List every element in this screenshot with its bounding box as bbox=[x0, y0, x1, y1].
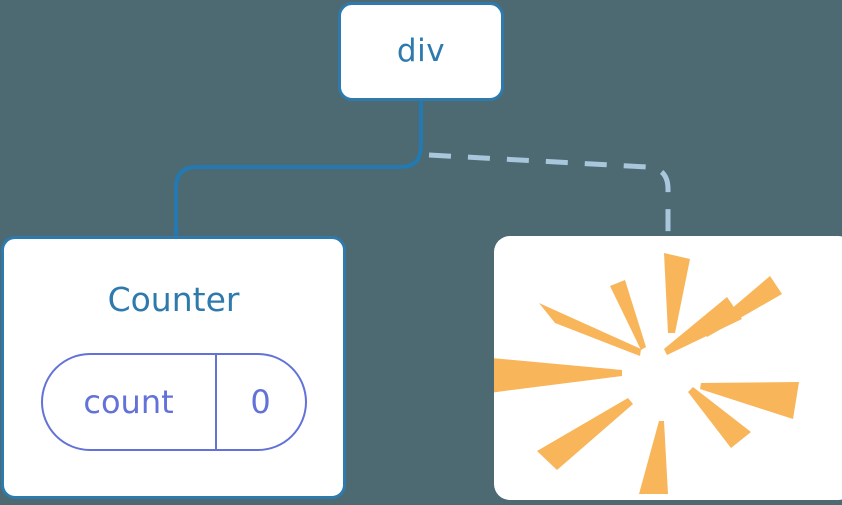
sparkle-ray bbox=[494, 358, 622, 393]
sparkle-ray bbox=[664, 297, 742, 355]
sparkle-ray bbox=[664, 253, 690, 333]
prop-pill-count[interactable]: count 0 bbox=[40, 353, 307, 451]
sparkle-ray bbox=[539, 303, 641, 356]
node-counter-label: Counter bbox=[107, 280, 240, 319]
node-div-label: div bbox=[396, 33, 446, 69]
sparkle-ray bbox=[700, 382, 799, 419]
prop-key-label: count bbox=[43, 355, 217, 449]
sparkle-ray bbox=[688, 387, 751, 448]
edge-div-to-counter bbox=[174, 101, 423, 238]
sparkle-burst-icon bbox=[494, 253, 799, 494]
node-counter[interactable]: Counter count 0 bbox=[1, 236, 346, 499]
node-sparkle[interactable] bbox=[494, 236, 842, 500]
node-div[interactable]: div bbox=[338, 2, 504, 101]
edge-div-to-sparkle bbox=[428, 152, 671, 238]
sparkle-ray bbox=[537, 398, 633, 470]
sparkle-ray bbox=[610, 280, 646, 350]
sparkle-ray bbox=[639, 421, 668, 494]
prop-value-label: 0 bbox=[250, 383, 271, 421]
sparkle-ray bbox=[704, 276, 782, 337]
